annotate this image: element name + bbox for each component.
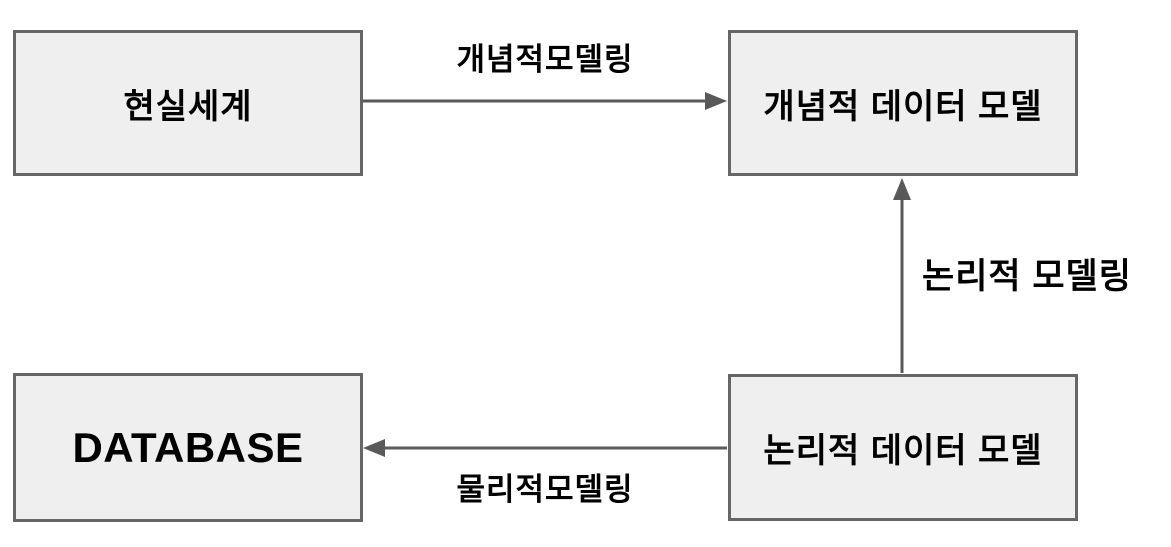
arrowhead-up-icon xyxy=(893,178,911,200)
box-database-label: DATABASE xyxy=(72,423,304,471)
box-logical-data-model-label: 논리적 데이터 모델 xyxy=(763,432,1043,470)
box-logical-data-model: 논리적 데이터 모델 xyxy=(728,374,1078,521)
logical-modeling-label: 논리적 모델링 xyxy=(922,257,1132,296)
conceptual-modeling-arrow xyxy=(363,92,727,110)
box-database: DATABASE xyxy=(13,373,363,522)
box-conceptual-data-model-label: 개념적 데이터 모델 xyxy=(763,87,1043,126)
logical-modeling-arrow xyxy=(893,178,911,373)
box-real-world-label: 현실세계 xyxy=(123,87,253,126)
box-conceptual-data-model: 개념적 데이터 모델 xyxy=(728,30,1078,176)
box-real-world: 현실세계 xyxy=(13,30,363,176)
arrowhead-left-icon xyxy=(363,439,385,457)
physical-modeling-label: 물리적모델링 xyxy=(456,472,634,507)
physical-modeling-arrow xyxy=(363,439,727,457)
arrowhead-right-icon xyxy=(705,92,727,110)
conceptual-modeling-label: 개념적모델링 xyxy=(456,42,634,77)
